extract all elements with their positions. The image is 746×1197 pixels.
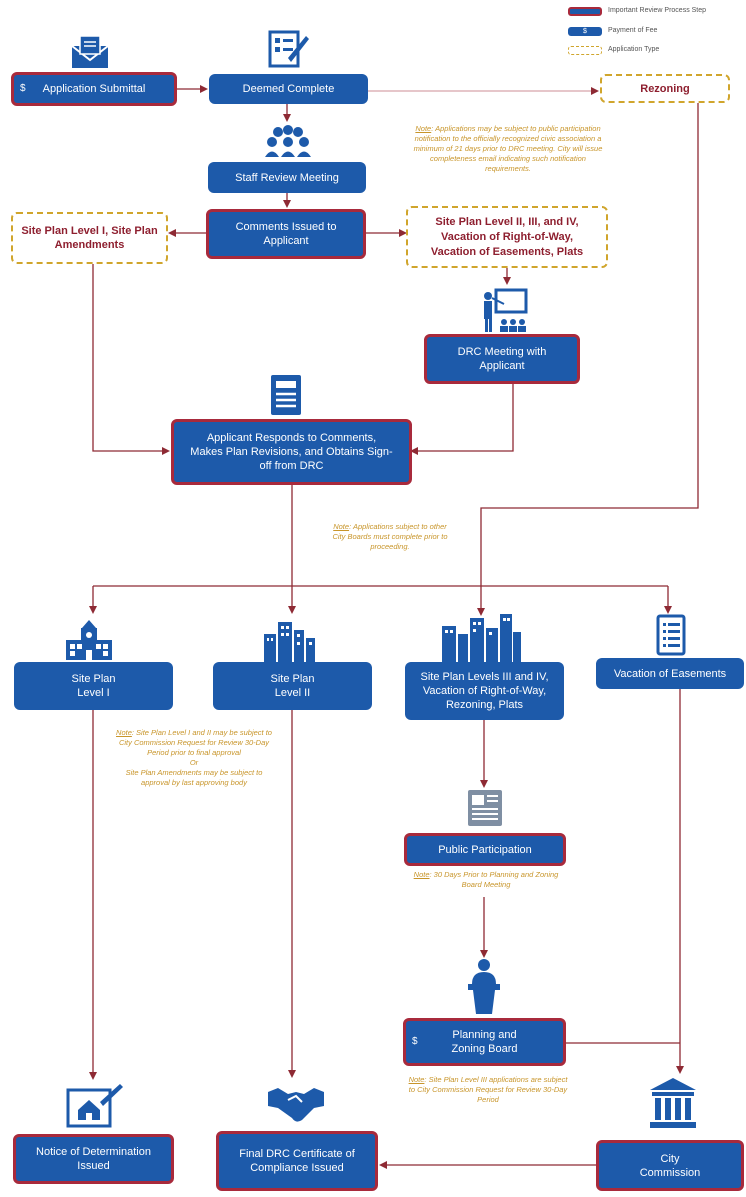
note-label: Note (408, 1075, 425, 1084)
staff-review-meeting-label: Staff Review Meeting (235, 171, 339, 184)
note-text: : Site Plan Level I and II may be subjec… (118, 728, 272, 757)
site-plan-l1-amendments-type-node[interactable]: Site Plan Level I, Site Plan Amendments (11, 212, 168, 264)
deemed-complete-node[interactable]: Deemed Complete (209, 74, 368, 104)
site-plan-level-1-label: Site Plan Level I (71, 673, 116, 699)
site-plan-l2-l4-type-node[interactable]: Site Plan Level II, III, and IV, Vacatio… (406, 206, 608, 268)
legend-critical-label: Important Review Process Step (608, 7, 707, 14)
applicant-responds-node[interactable]: Applicant Responds to Comments, Makes Pl… (171, 419, 412, 485)
note-other-boards: Note: Applications subject to other City… (326, 522, 454, 552)
site-plan-level-2-label: Site Plan Level II (270, 673, 315, 699)
fee-marker: $ (20, 83, 26, 94)
note-label: Note (333, 522, 350, 531)
arrow-drc-to-responds (410, 384, 514, 455)
note-text: : Applications subject to other City Boa… (332, 522, 448, 551)
final-drc-certificate-node[interactable]: Final DRC Certificate of Compliance Issu… (216, 1131, 378, 1191)
notice-of-determination-label: Notice of Determination Issued (36, 1146, 151, 1172)
courthouse-icon (650, 1078, 696, 1128)
note-level-3: Note: Site Plan Level III applications a… (408, 1075, 568, 1105)
note-text: : Applications may be subject to public … (413, 124, 603, 173)
note-label: Note (116, 728, 132, 737)
rezoning-label: Rezoning (640, 82, 690, 95)
final-drc-certificate-label: Final DRC Certificate of Compliance Issu… (239, 1148, 355, 1174)
buildings-icon (264, 622, 315, 662)
legend-type-swatch (568, 46, 602, 55)
note-amendments: Site Plan Amendments may be subject to a… (125, 768, 263, 787)
arrow-l1-to-responds (92, 264, 170, 455)
rezoning-type-node[interactable]: Rezoning (600, 74, 730, 103)
drc-meeting-label: DRC Meeting with Applicant (457, 346, 547, 372)
planning-zoning-board-node[interactable]: $ Planning and Zoning Board (403, 1018, 566, 1066)
legend-critical-swatch (568, 7, 602, 16)
legend-fee-label: Payment of Fee (608, 27, 658, 34)
note-public-notification: Note: Applications may be subject to pub… (408, 124, 608, 174)
vacation-of-easements-node[interactable]: Vacation of Easements (596, 658, 744, 689)
site-plan-l1-amendments-label: Site Plan Level I, Site Plan Amendments (21, 225, 158, 251)
application-submittal-node[interactable]: $ Application Submittal (11, 72, 177, 106)
public-participation-label: Public Participation (438, 843, 532, 856)
site-plan-level-1-node[interactable]: Site Plan Level I (14, 662, 173, 710)
drc-meeting-node[interactable]: DRC Meeting with Applicant (424, 334, 580, 384)
legend-type-label: Application Type (608, 46, 660, 53)
school-building-icon (66, 620, 112, 660)
public-participation-node[interactable]: Public Participation (404, 833, 566, 866)
note-thirty-days: Note: 30 Days Prior to Planning and Zoni… (408, 870, 564, 890)
newspaper-icon (468, 790, 502, 826)
note-site-plan-l1-l2: Note: Site Plan Level I and II may be su… (114, 728, 274, 788)
site-plan-levels-3-4-label: Site Plan Levels III and IV, Vacation of… (420, 671, 549, 711)
city-skyline-icon (442, 614, 521, 662)
legend-fee-swatch: $ (568, 27, 602, 36)
note-text: : 30 Days Prior to Planning and Zoning B… (429, 870, 559, 889)
legend: Important Review Process Step $ Payment … (568, 6, 744, 56)
site-plan-level-2-node[interactable]: Site Plan Level II (213, 662, 372, 710)
checklist-icon (268, 30, 309, 68)
planning-zoning-board-label: Planning and Zoning Board (451, 1029, 518, 1055)
staff-review-meeting-node[interactable]: Staff Review Meeting (208, 162, 366, 193)
speaker-podium-icon (468, 959, 500, 1014)
house-plan-icon (66, 1084, 123, 1128)
note-text: : Site Plan Level III applications are s… (408, 1075, 568, 1104)
note-or: Or (189, 758, 199, 767)
handshake-icon (268, 1088, 324, 1122)
vacation-of-easements-label: Vacation of Easements (613, 667, 727, 680)
envelope-icon (71, 35, 109, 68)
applicant-responds-label: Applicant Responds to Comments, Makes Pl… (190, 432, 393, 472)
note-label: Note (413, 870, 430, 879)
presenter-icon (484, 288, 528, 332)
notice-of-determination-node[interactable]: Notice of Determination Issued (13, 1134, 174, 1184)
site-plan-l2-l4-label: Site Plan Level II, III, and IV, Vacatio… (430, 215, 584, 258)
fee-marker: $ (412, 1036, 418, 1047)
comments-issued-label: Comments Issued to Applicant (235, 221, 337, 247)
people-icon (265, 125, 311, 157)
comments-issued-node[interactable]: Comments Issued to Applicant (206, 209, 366, 259)
deemed-complete-label: Deemed Complete (242, 83, 335, 95)
list-icon (656, 614, 686, 656)
city-commission-label: City Commission (639, 1152, 701, 1179)
application-submittal-label: Application Submittal (42, 83, 146, 95)
arrow-rezoning-to-levels (477, 103, 699, 616)
note-label: Note (415, 124, 432, 133)
site-plan-levels-3-4-node[interactable]: Site Plan Levels III and IV, Vacation of… (405, 662, 564, 720)
city-commission-node[interactable]: City Commission (596, 1140, 744, 1191)
document-icon (271, 375, 301, 415)
